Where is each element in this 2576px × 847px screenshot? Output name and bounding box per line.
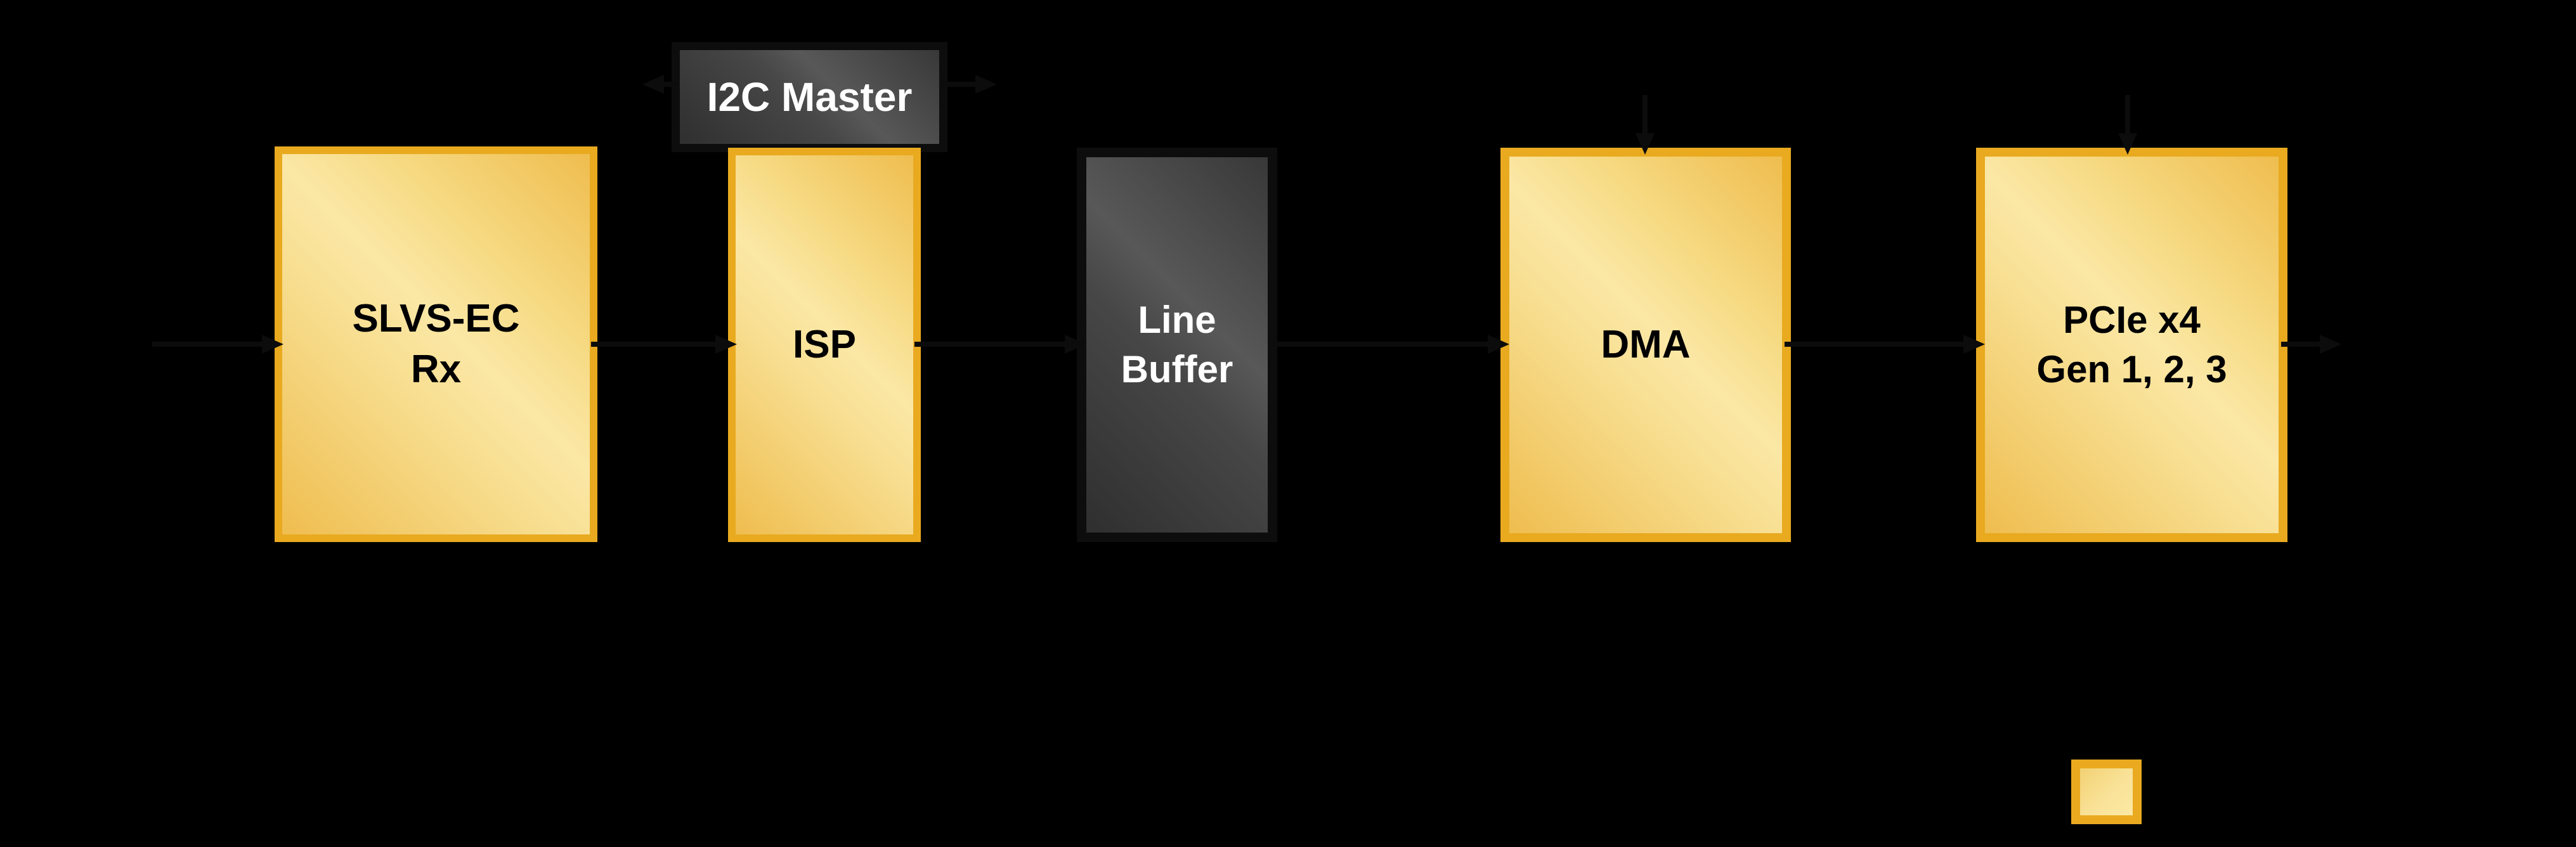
block-label: SLVS-EC Rx [352,294,519,395]
arrow-line-into-slvs [152,342,263,347]
arrow-line-i2c-right [941,82,977,87]
block-label-line1: PCIe x4 [2063,299,2201,341]
block-label: I2C Master [706,74,913,120]
arrow-line-dma-to-pcie [1785,342,1965,347]
block-dma: DMA [1500,148,1791,542]
arrowhead-i2c-right [975,75,997,94]
arrow-line-down-into-pcie [2125,95,2130,134]
block-label: ISP [793,323,856,366]
block-label: Line Buffer [1121,295,1233,394]
block-label-line2: Gen 1, 2, 3 [2036,348,2227,391]
arrowhead-into-pcie [1963,335,1985,354]
block-fill [1985,157,2279,533]
block-fill [1509,157,1782,533]
arrow-line-pcie-out [2281,342,2321,347]
legend-swatch [2071,760,2142,824]
arrowhead-into-dma [1488,335,1509,354]
arrowhead-into-line-buffer [1065,335,1086,354]
block-fill [282,154,590,534]
block-fill [736,155,913,534]
block-label: DMA [1601,323,1691,366]
arrow-line-slvs-to-isp [591,342,717,347]
arrow-line-isp-to-line-buffer [914,342,1065,347]
block-slvs-ec-rx: SLVS-EC Rx [275,146,597,542]
arrow-line-i2c-left [664,82,679,87]
arrowhead-pcie-out [2320,335,2341,354]
block-label-line2: Rx [410,347,462,391]
arrow-line-line-buffer-to-dma [1271,342,1489,347]
block-isp: ISP [728,148,921,542]
block-fill [1086,157,1268,533]
block-label-line2: Buffer [1121,348,1233,391]
arrowhead-down-into-pcie [2118,133,2137,155]
legend-swatch-fill [2080,768,2133,815]
arrow-line-down-into-dma [1643,95,1648,134]
block-i2c-master: I2C Master [672,42,947,152]
block-label-line1: SLVS-EC [352,297,520,340]
block-label-line1: Line [1138,299,1216,341]
block-line-buffer: Line Buffer [1077,148,1277,542]
arrowhead-down-into-dma [1636,133,1655,155]
block-pcie-x4: PCIe x4 Gen 1, 2, 3 [1976,148,2287,542]
arrowhead-i2c-left [642,75,664,94]
arrowhead-into-slvs [262,335,283,354]
arrowhead-into-isp [715,335,737,354]
block-label: PCIe x4 Gen 1, 2, 3 [2036,295,2227,394]
block-fill [680,50,939,144]
